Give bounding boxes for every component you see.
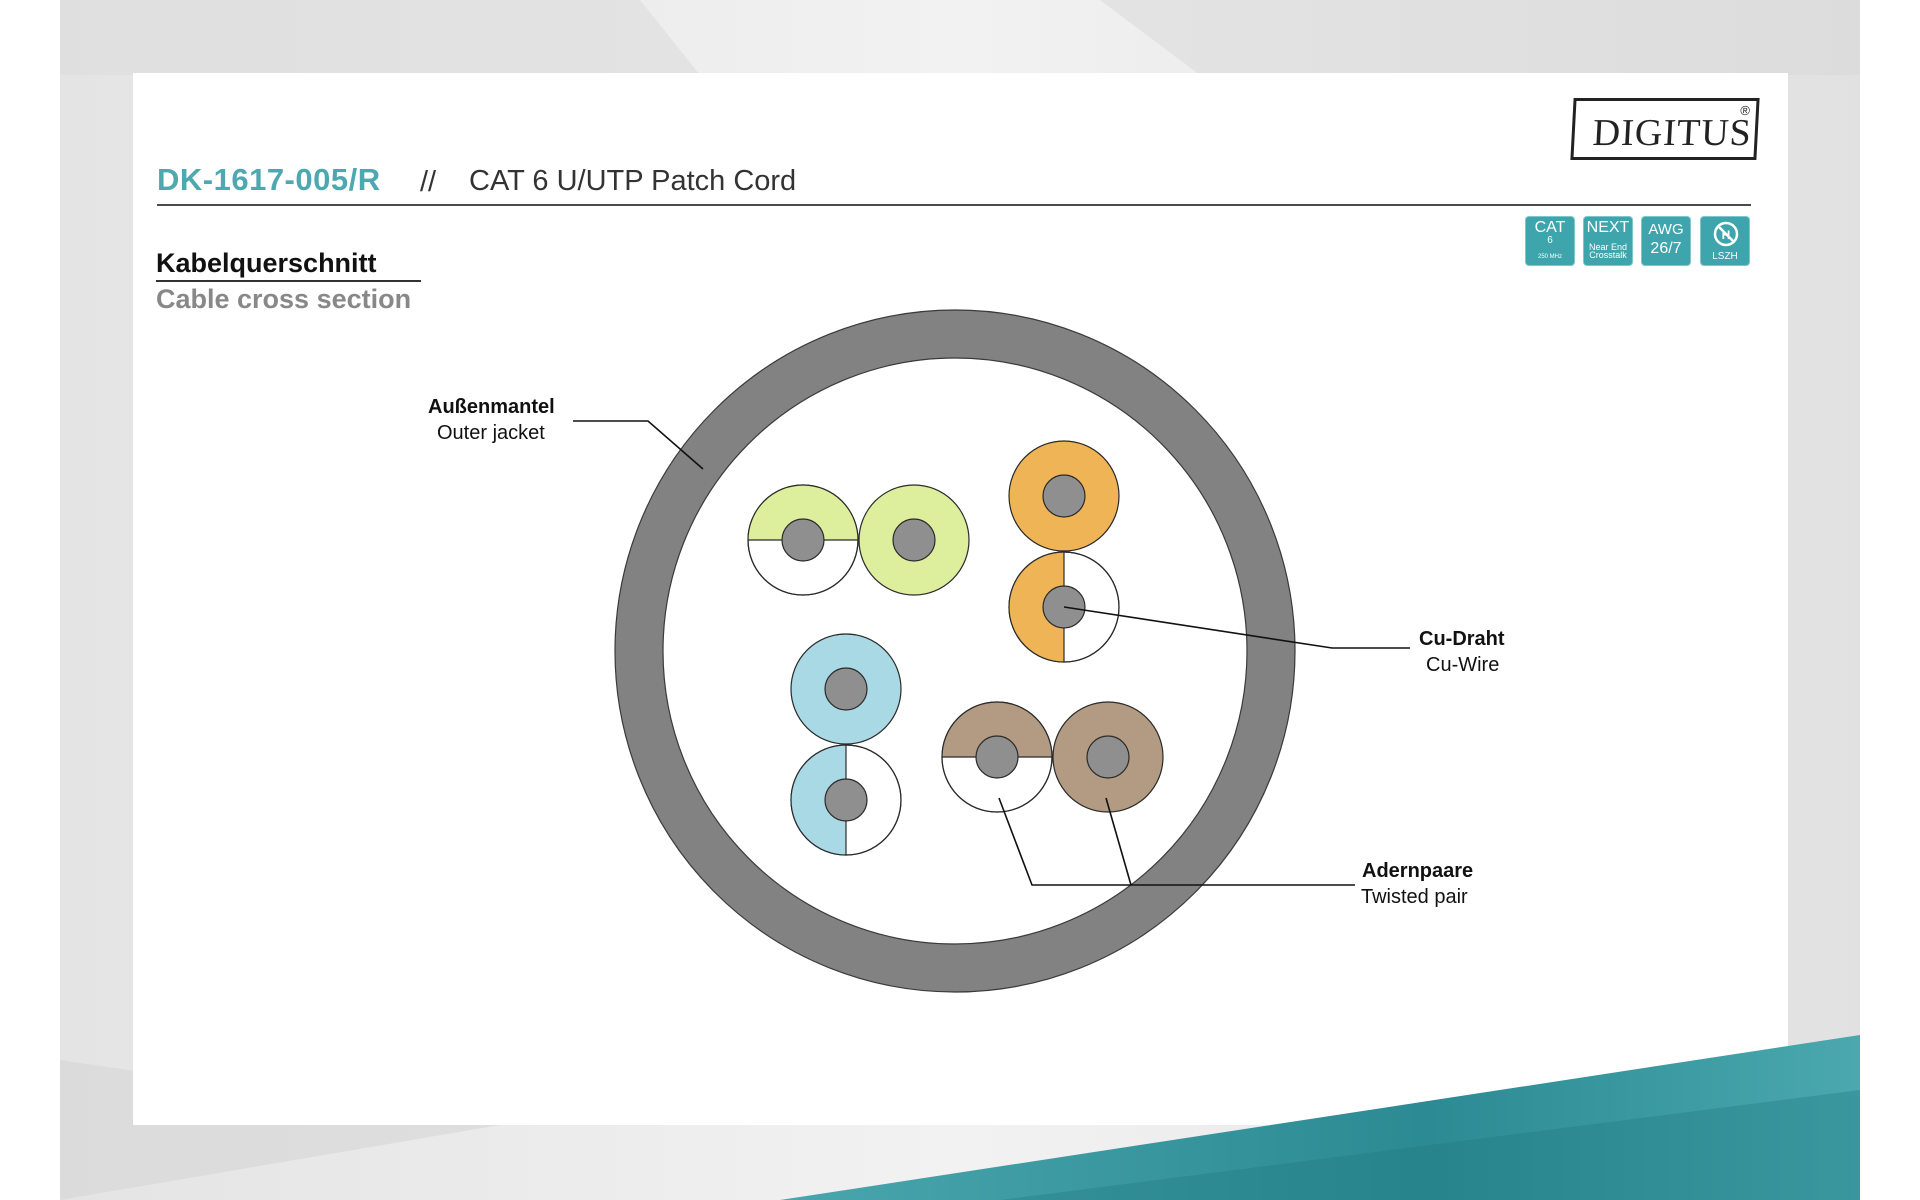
- orange-pair: [1008, 440, 1120, 663]
- section-title-underline: [156, 280, 421, 282]
- twisted-pair-label-de: Adernpaare: [1362, 860, 1474, 882]
- twisted-pair-leader-2: [1105, 797, 1132, 886]
- twisted-pair-label-en: Twisted pair: [1361, 886, 1468, 908]
- badge-cat6-value: 6: [1547, 235, 1553, 246]
- badge-awg: AWG 26/7: [1641, 216, 1691, 266]
- cable-interior: [662, 357, 1248, 945]
- badge-lszh: H LSZH: [1700, 216, 1750, 266]
- brown-pair: [941, 701, 1164, 813]
- model-number: DK-1617-005/R: [157, 162, 381, 197]
- right-margin: [1860, 0, 1920, 1200]
- product-title: CAT 6 U/UTP Patch Cord: [469, 165, 797, 197]
- cu-conductor: [824, 667, 868, 711]
- cu-conductor: [781, 518, 825, 562]
- badge-next-label: NEXT: [1586, 219, 1630, 236]
- background-facet: [60, 0, 700, 75]
- twisted-pair-leader: [998, 797, 1355, 886]
- background-facet: [1100, 0, 1860, 75]
- badge-lszh-label: LSZH: [1712, 251, 1738, 262]
- header-divider: [157, 204, 1751, 206]
- header-separator: //: [420, 166, 437, 198]
- teal-corner-shade: [1000, 1090, 1860, 1200]
- cu-conductor: [824, 778, 868, 822]
- cu-conductor: [975, 735, 1019, 779]
- teal-corner-banner: [780, 1035, 1860, 1200]
- cu-conductor: [892, 518, 936, 562]
- lszh-no-halogen-icon: H: [1713, 221, 1739, 247]
- badge-awg-label: AWG: [1648, 221, 1684, 238]
- badge-awg-value: 26/7: [1650, 240, 1682, 257]
- green-pair: [747, 484, 970, 596]
- blue-pair: [790, 633, 902, 856]
- brown-stripe: [942, 702, 1052, 757]
- badge-cat6-freq: 250 MHz: [1537, 254, 1562, 260]
- cu-wire-leader: [1063, 606, 1410, 649]
- outer-jacket-label-de: Außenmantel: [428, 396, 555, 418]
- green-stripe: [748, 485, 858, 540]
- badge-next-line3: Crosstalk: [1589, 250, 1627, 260]
- badge-next-line2: Near End: [1588, 242, 1628, 252]
- cu-wire-label-de: Cu-Draht: [1419, 628, 1505, 650]
- cu-conductor: [1042, 474, 1086, 518]
- orange-stripe: [1009, 552, 1064, 662]
- section-title-en: Cable cross section: [156, 284, 412, 314]
- badge-next: NEXT Near End Crosstalk: [1583, 216, 1633, 266]
- section-title-de: Kabelquerschnitt: [156, 248, 377, 278]
- outer-jacket-leader: [573, 420, 704, 470]
- left-margin: [0, 0, 60, 1200]
- badge-cat6-label: CAT: [1534, 219, 1566, 236]
- blue-stripe: [791, 745, 846, 855]
- cu-wire-label-en: Cu-Wire: [1426, 654, 1500, 676]
- cu-conductor: [1086, 735, 1130, 779]
- outer-jacket-label-en: Outer jacket: [437, 422, 545, 444]
- badge-cat6: CAT 6 250 MHz: [1525, 216, 1575, 266]
